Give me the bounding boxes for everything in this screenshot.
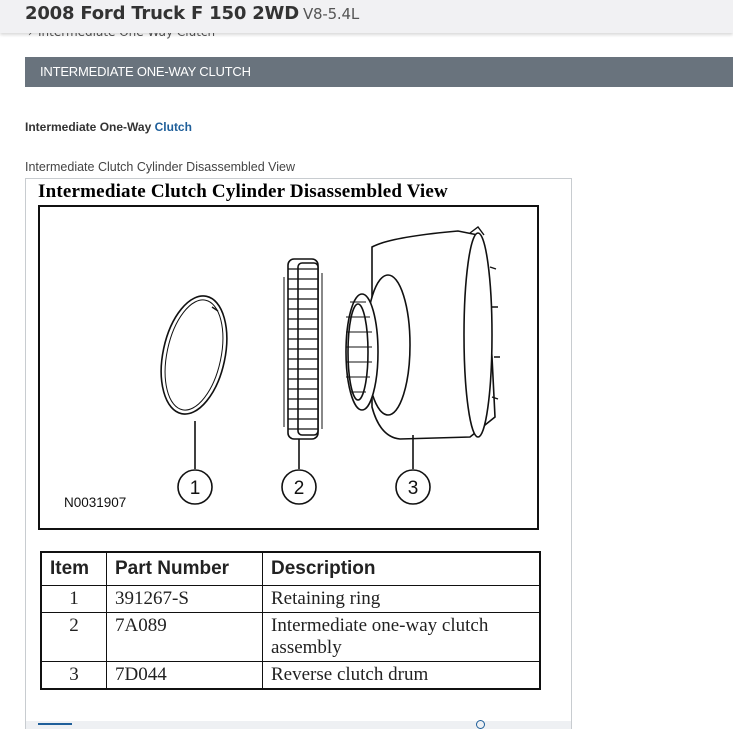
figure-reference-code: N0031907 [64, 495, 127, 510]
section-title: INTERMEDIATE ONE-WAY CLUTCH [40, 64, 251, 79]
diagram-drawing: 1 2 3 [160, 226, 500, 505]
parts-table: Item Part Number Description 1 391267-S … [40, 551, 541, 690]
cell-item: 3 [40, 661, 107, 690]
figure-title: Intermediate Clutch Cylinder Disassemble… [38, 181, 448, 202]
cell-description: Reverse clutch drum [262, 661, 541, 690]
retaining-ring-shape [160, 295, 228, 415]
cell-description: Retaining ring [262, 585, 541, 613]
table-header-row: Item Part Number Description [40, 551, 541, 586]
section-header: INTERMEDIATE ONE-WAY CLUTCH [25, 57, 733, 87]
exploded-diagram: 1 2 3 N0031907 [38, 205, 539, 530]
cell-part-number: 7D044 [106, 661, 263, 690]
callout-3 [395, 469, 431, 505]
figure-link[interactable] [38, 723, 72, 725]
cell-description: Intermediate one-way clutch assembly [262, 612, 541, 662]
figure-toolbar [26, 720, 571, 729]
cell-item: 2 [40, 612, 107, 662]
engine-label: V8-5.4L [302, 5, 359, 23]
cell-item: 1 [40, 585, 107, 613]
table-row: 1 391267-S Retaining ring [40, 585, 541, 613]
column-header-item: Item [40, 551, 107, 586]
table-row: 3 7D044 Reverse clutch drum [40, 661, 541, 690]
table-row: 2 7A089 Intermediate one-way clutch asse… [40, 612, 541, 662]
reverse-clutch-drum-shape [345, 226, 500, 440]
callout-2-label: 2 [294, 478, 305, 499]
vehicle-name: 2008 Ford Truck F 150 2WD [25, 3, 299, 24]
column-header-description: Description [262, 551, 541, 586]
one-way-clutch-shape [283, 258, 323, 440]
zoom-icon[interactable] [476, 720, 485, 729]
callout-1 [177, 469, 213, 505]
callout-1-label: 1 [190, 478, 201, 499]
cell-part-number: 391267-S [106, 585, 263, 613]
subtitle-prefix: Intermediate One-Way [25, 120, 152, 134]
column-header-part-number: Part Number [106, 551, 263, 586]
callout-3-label: 3 [408, 478, 419, 499]
page-subtitle: Intermediate One-Way Clutch [25, 120, 192, 134]
clutch-link[interactable]: Clutch [154, 120, 192, 134]
figure-caption: Intermediate Clutch Cylinder Disassemble… [25, 160, 296, 174]
chevron-right-icon: › [28, 28, 32, 39]
cell-part-number: 7A089 [106, 612, 263, 662]
callout-2 [281, 469, 317, 505]
